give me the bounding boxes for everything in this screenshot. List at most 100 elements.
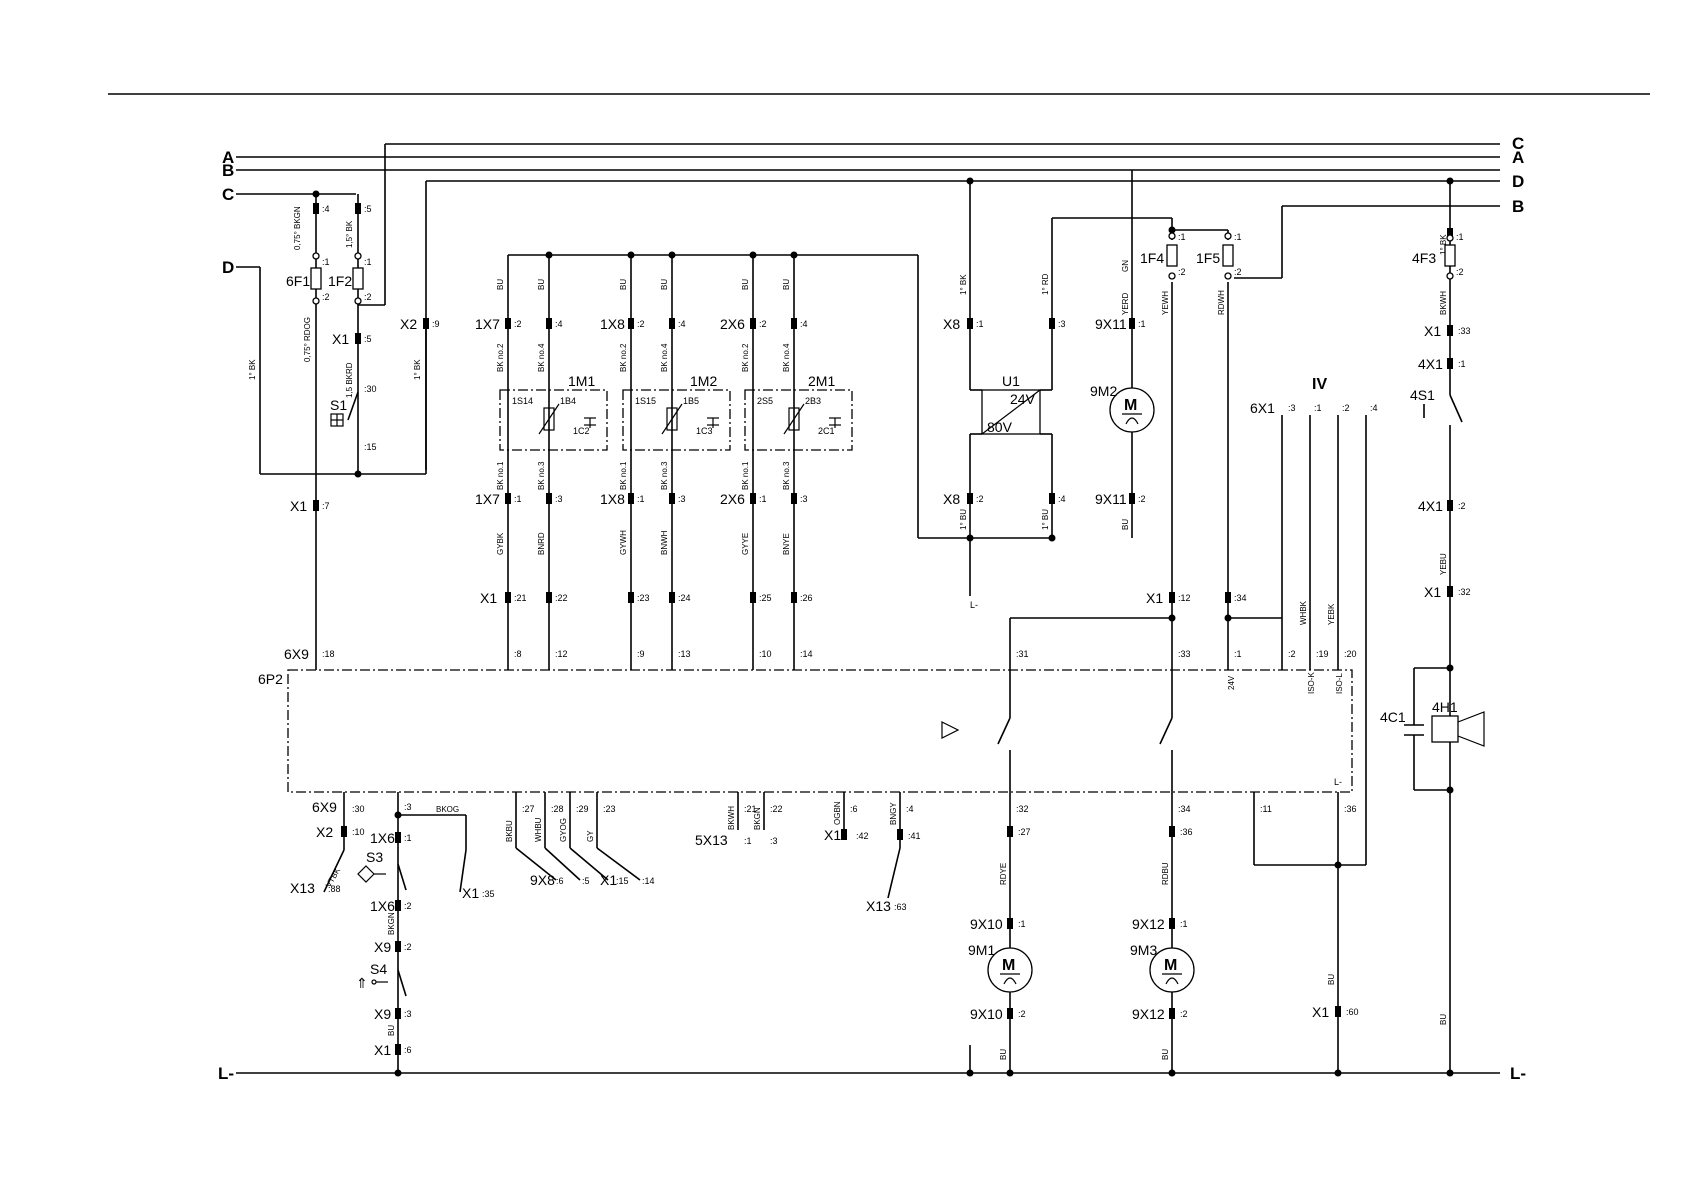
svg-text:GYBK: GYBK [496,532,505,555]
svg-text:X1: X1 [1424,584,1441,600]
svg-text::2: :2 [1018,1009,1026,1019]
svg-text:1M2: 1M2 [690,373,717,389]
svg-text::21: :21 [744,804,757,814]
svg-text:BKWH: BKWH [1439,291,1448,315]
svg-text::34: :34 [1234,593,1247,603]
svg-text:9X12: 9X12 [1132,1006,1165,1022]
svg-text:BU: BU [1161,1049,1170,1060]
svg-text:BU: BU [537,279,546,290]
svg-text:BK no.4: BK no.4 [782,343,791,372]
svg-text:X1: X1 [332,331,349,347]
svg-text:X8: X8 [943,491,960,507]
svg-text::1: :1 [1456,232,1464,242]
svg-text:BNGY: BNGY [889,802,898,825]
svg-text:GYOG: GYOG [559,818,568,842]
bus-a-right: A [1512,148,1524,167]
converter-U1: 1° BK 1° RD X8 :1 :3 U1 24V 80V X8 :2 :4… [943,177,1172,610]
svg-text:X9: X9 [374,939,391,955]
svg-text:1C3: 1C3 [696,426,713,436]
svg-text:BK no.2: BK no.2 [496,343,505,372]
svg-text:4S1: 4S1 [1410,387,1435,403]
svg-text:YERD: YERD [1121,293,1130,315]
svg-text:X13: X13 [290,880,315,896]
motor-box-1M2 [622,389,731,451]
svg-text:BNWH: BNWH [660,530,669,555]
svg-text:X13: X13 [866,898,891,914]
fuse-1F4 [1166,244,1178,267]
svg-text:9M3: 9M3 [1130,942,1157,958]
svg-text::4: :4 [555,319,563,329]
s3-sensor-icon [357,865,375,883]
svg-text::30: :30 [352,804,365,814]
svg-text:BNRD: BNRD [537,532,546,555]
svg-text::2: :2 [404,942,412,952]
svg-text::6: :6 [850,804,858,814]
svg-text:M: M [1164,957,1177,974]
svg-text::27: :27 [522,804,535,814]
svg-text::21: :21 [514,593,527,603]
svg-text:BNYE: BNYE [782,533,791,555]
svg-text:S3: S3 [366,849,383,865]
svg-text::2: :2 [976,494,984,504]
svg-text:BU: BU [496,279,505,290]
svg-text::31: :31 [1016,649,1029,659]
horn-section: 1° BK 4F3 :1 :2 BKWH X1 :33 4X1 :1 4S1 4… [1380,177,1485,1073]
svg-text:X1: X1 [600,872,617,888]
svg-text:9M2: 9M2 [1090,383,1117,399]
svg-text:1,5 BKRD: 1,5 BKRD [345,362,354,398]
horn-4H1 [1431,715,1459,743]
svg-text::1: :1 [1234,649,1242,659]
svg-text:1X8: 1X8 [600,491,625,507]
svg-text:BKBU: BKBU [505,820,514,842]
svg-text:1F2: 1F2 [328,273,352,289]
svg-text:1B5: 1B5 [683,396,699,406]
svg-text::4: :4 [1370,403,1378,413]
svg-text::1: :1 [1178,232,1186,242]
svg-text:2M1: 2M1 [808,373,835,389]
svg-text::60: :60 [1346,1007,1359,1017]
svg-text:BK no.2: BK no.2 [619,343,628,372]
svg-text::1: :1 [1180,919,1188,929]
bus-a-left: A [222,148,234,167]
svg-text:U1: U1 [1002,373,1020,389]
svg-text::14: :14 [642,876,655,886]
svg-text::4: :4 [800,319,808,329]
svg-text:BU: BU [741,279,750,290]
svg-text::63: :63 [894,902,907,912]
svg-text::25: :25 [759,593,772,603]
svg-text:1X7: 1X7 [475,316,500,332]
svg-text:YEBU: YEBU [1439,553,1448,575]
svg-text:6F1: 6F1 [286,273,310,289]
svg-text::1: :1 [759,494,767,504]
fuse-4F3 [1444,244,1456,267]
motor-9M1 [987,947,1033,993]
svg-text::15: :15 [364,442,377,452]
svg-text:BK no.4: BK no.4 [660,343,669,372]
svg-text::2: :2 [404,901,412,911]
svg-text::2: :2 [1342,403,1350,413]
svg-text::2: :2 [1138,494,1146,504]
svg-text::8: :8 [514,649,522,659]
motor-9M3 [1149,947,1195,993]
svg-text::12: :12 [1178,593,1191,603]
svg-text::2: :2 [1288,649,1296,659]
svg-text::23: :23 [637,593,650,603]
svg-text:BU: BU [1439,1014,1448,1025]
svg-text:1° BK: 1° BK [959,274,968,295]
svg-text::13: :13 [678,649,691,659]
svg-text:GYWH: GYWH [619,530,628,555]
svg-text:BK no.2: BK no.2 [741,343,750,372]
left-fuse-section: :4 :5 6F1 :1 :2 1F2 :1 :2 0,75° BKGN 1,5… [248,190,440,670]
svg-text::1: :1 [1018,919,1026,929]
svg-text:24V: 24V [1227,675,1236,690]
svg-text::5: :5 [582,876,590,886]
svg-text::6: :6 [556,876,564,886]
svg-text:9X10: 9X10 [970,1006,1003,1022]
svg-text::1: :1 [364,257,372,267]
s4-arrow-icon: ⇑ [356,975,368,991]
svg-text:X8: X8 [943,316,960,332]
svg-text:BK no.3: BK no.3 [660,461,669,490]
svg-text:RDYE: RDYE [999,863,1008,885]
svg-text::22: :22 [555,593,568,603]
